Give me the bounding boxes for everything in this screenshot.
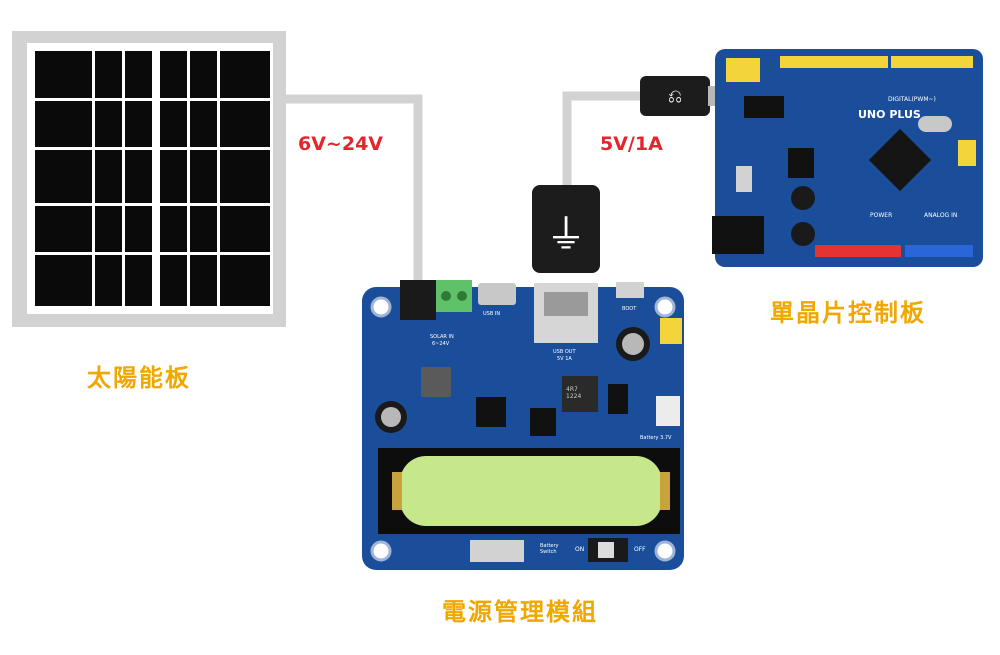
- solar-cell: [160, 51, 187, 98]
- solar-cell: [35, 255, 92, 306]
- solar-in-label: SOLAR IN: [430, 334, 454, 340]
- usb-out-rating: 5V 1A: [557, 356, 572, 362]
- power-label: POWER: [870, 212, 893, 219]
- solar-cell: [160, 255, 187, 306]
- solar-panel: [12, 31, 286, 327]
- mcu-board-caption: 單晶片控制板: [770, 299, 926, 327]
- battery-switch-label: Battery Switch: [540, 543, 559, 555]
- solar-cell: [125, 51, 152, 98]
- uno-plus-label: UNO PLUS: [858, 108, 921, 121]
- solar-cell: [220, 51, 270, 98]
- boot-label: BOOT: [622, 306, 637, 312]
- inductor-label: 4R7 1224: [566, 386, 582, 400]
- solar-cell: [35, 150, 92, 203]
- solar-cell: [160, 101, 187, 147]
- solar-panel-caption: 太陽能板: [87, 364, 191, 392]
- solar-cell: [95, 150, 122, 203]
- usb-in-label: USB IN: [483, 311, 501, 317]
- solar-cell: [35, 51, 92, 98]
- solar-cell: [190, 150, 217, 203]
- solar-cell: [220, 206, 270, 252]
- usb-a-plug: ⏚: [532, 185, 600, 273]
- solar-cell: [35, 101, 92, 147]
- svg-text:⏚: ⏚: [546, 212, 586, 258]
- usb-out-label: USB OUT: [553, 349, 576, 355]
- solar-cell: [160, 206, 187, 252]
- solar-cell: [160, 150, 187, 203]
- battery-label: Battery 3.7V: [640, 435, 672, 441]
- solar-cell: [220, 150, 270, 203]
- solar-cell: [125, 206, 152, 252]
- power-module-board: [362, 280, 684, 570]
- svg-text:⎌: ⎌: [668, 86, 682, 107]
- solar-cable: [286, 94, 423, 290]
- solar-cell: [95, 206, 122, 252]
- solar-cell: [95, 51, 122, 98]
- solar-cell: [125, 255, 152, 306]
- solar-cell: [190, 101, 217, 147]
- digital-label: DIGITAL(PWM~): [888, 96, 936, 103]
- usb-output-label: 5V/1A: [600, 133, 663, 155]
- power-module-caption: 電源管理模組: [442, 598, 598, 626]
- solar-voltage-label: 6V~24V: [298, 133, 383, 155]
- solar-cell: [190, 206, 217, 252]
- mcu-board: [712, 49, 983, 267]
- solar-cell: [220, 255, 270, 306]
- solar-cell: [190, 255, 217, 306]
- solar-cell: [125, 150, 152, 203]
- solar-range-label: 6~24V: [432, 341, 450, 347]
- usb-cable: [562, 91, 640, 185]
- analog-in-label: ANALOG IN: [924, 212, 958, 219]
- on-label: ON: [575, 546, 585, 553]
- solar-cell: [220, 101, 270, 147]
- solar-cells: [35, 51, 270, 306]
- solar-cell: [35, 206, 92, 252]
- off-label: OFF: [634, 546, 646, 553]
- solar-cell: [190, 51, 217, 98]
- solar-cell: [95, 101, 122, 147]
- solar-cell: [125, 101, 152, 147]
- solar-cell: [95, 255, 122, 306]
